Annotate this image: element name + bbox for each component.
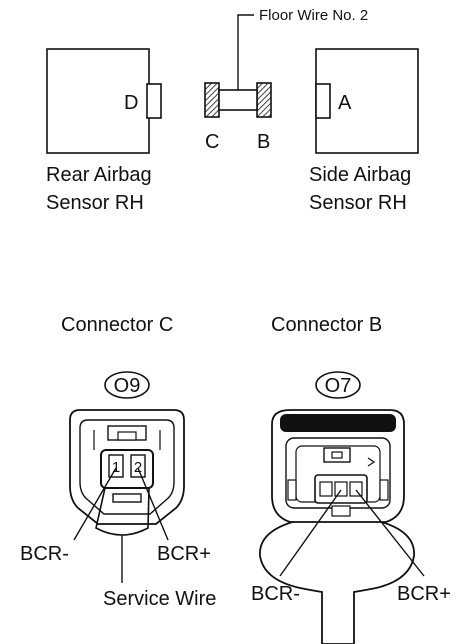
upper-schematic: Floor Wire No. 2 D Rear Airbag Sensor RH… bbox=[46, 7, 419, 214]
connector-c-pin-2 bbox=[130, 454, 146, 478]
rear-sensor-connector-tab bbox=[146, 83, 162, 119]
floor-wire-label: Floor Wire No. 2 bbox=[259, 7, 368, 24]
floor-wire-harness: C B bbox=[204, 82, 272, 153]
rear-sensor-terminal: D bbox=[124, 92, 138, 114]
connector-c-bcr-minus-label: BCR- bbox=[20, 543, 69, 565]
connector-b-bottom-key bbox=[331, 505, 351, 517]
connector-b-bcr-minus-label: BCR- bbox=[251, 583, 300, 605]
connector-b-pin-right bbox=[349, 481, 363, 497]
side-sensor-connector-tab bbox=[315, 83, 331, 119]
connector-c-service-wire-label: Service Wire bbox=[103, 588, 216, 610]
connector-b-view: Connector B O7 BCR- BCR+ bbox=[251, 314, 451, 644]
side-airbag-sensor: A Side Airbag Sensor RH bbox=[309, 48, 419, 214]
connector-b-bcr-plus-label: BCR+ bbox=[397, 583, 451, 605]
connector-b-end bbox=[256, 82, 272, 118]
rear-sensor-name-line2: Sensor RH bbox=[46, 192, 144, 214]
connector-b-boot bbox=[259, 519, 415, 644]
floor-wire-body bbox=[218, 89, 258, 111]
wire-end-left-label: C bbox=[205, 131, 219, 153]
rear-sensor-box bbox=[46, 48, 150, 154]
rear-sensor-name-line1: Rear Airbag bbox=[46, 164, 152, 186]
side-sensor-terminal: A bbox=[338, 92, 352, 114]
connector-b-pin-left bbox=[319, 481, 333, 497]
connector-c-pin-1-number: 1 bbox=[112, 459, 120, 476]
connector-c-end bbox=[204, 82, 220, 118]
connector-b-top-band bbox=[280, 414, 396, 432]
connector-c-code-badge bbox=[104, 371, 150, 399]
side-sensor-name-line1: Side Airbag bbox=[309, 164, 411, 186]
connector-b-code: O7 bbox=[325, 375, 352, 397]
side-sensor-box bbox=[315, 48, 419, 154]
rear-airbag-sensor: D Rear Airbag Sensor RH bbox=[46, 48, 162, 214]
connector-c-pin-2-number: 2 bbox=[134, 459, 142, 476]
connector-b-code-badge bbox=[315, 371, 361, 399]
connector-c-view: Connector C O9 1 2 BCR- BCR+ Service Wir… bbox=[20, 314, 216, 610]
connector-b-title: Connector B bbox=[271, 314, 382, 336]
connector-c-short-spring bbox=[112, 493, 142, 503]
connector-c-title: Connector C bbox=[61, 314, 173, 336]
side-sensor-name-line2: Sensor RH bbox=[309, 192, 407, 214]
connector-c-latch-release bbox=[117, 431, 137, 441]
connector-c-pin-1 bbox=[108, 454, 124, 478]
wire-end-right-label: B bbox=[257, 131, 270, 153]
connector-c-code: O9 bbox=[114, 375, 141, 397]
floor-wire-callout: Floor Wire No. 2 bbox=[237, 7, 368, 90]
connector-c-bcr-plus-label: BCR+ bbox=[157, 543, 211, 565]
connector-b-pin-mid bbox=[334, 481, 348, 497]
connector-c-inner-rim bbox=[79, 419, 175, 515]
